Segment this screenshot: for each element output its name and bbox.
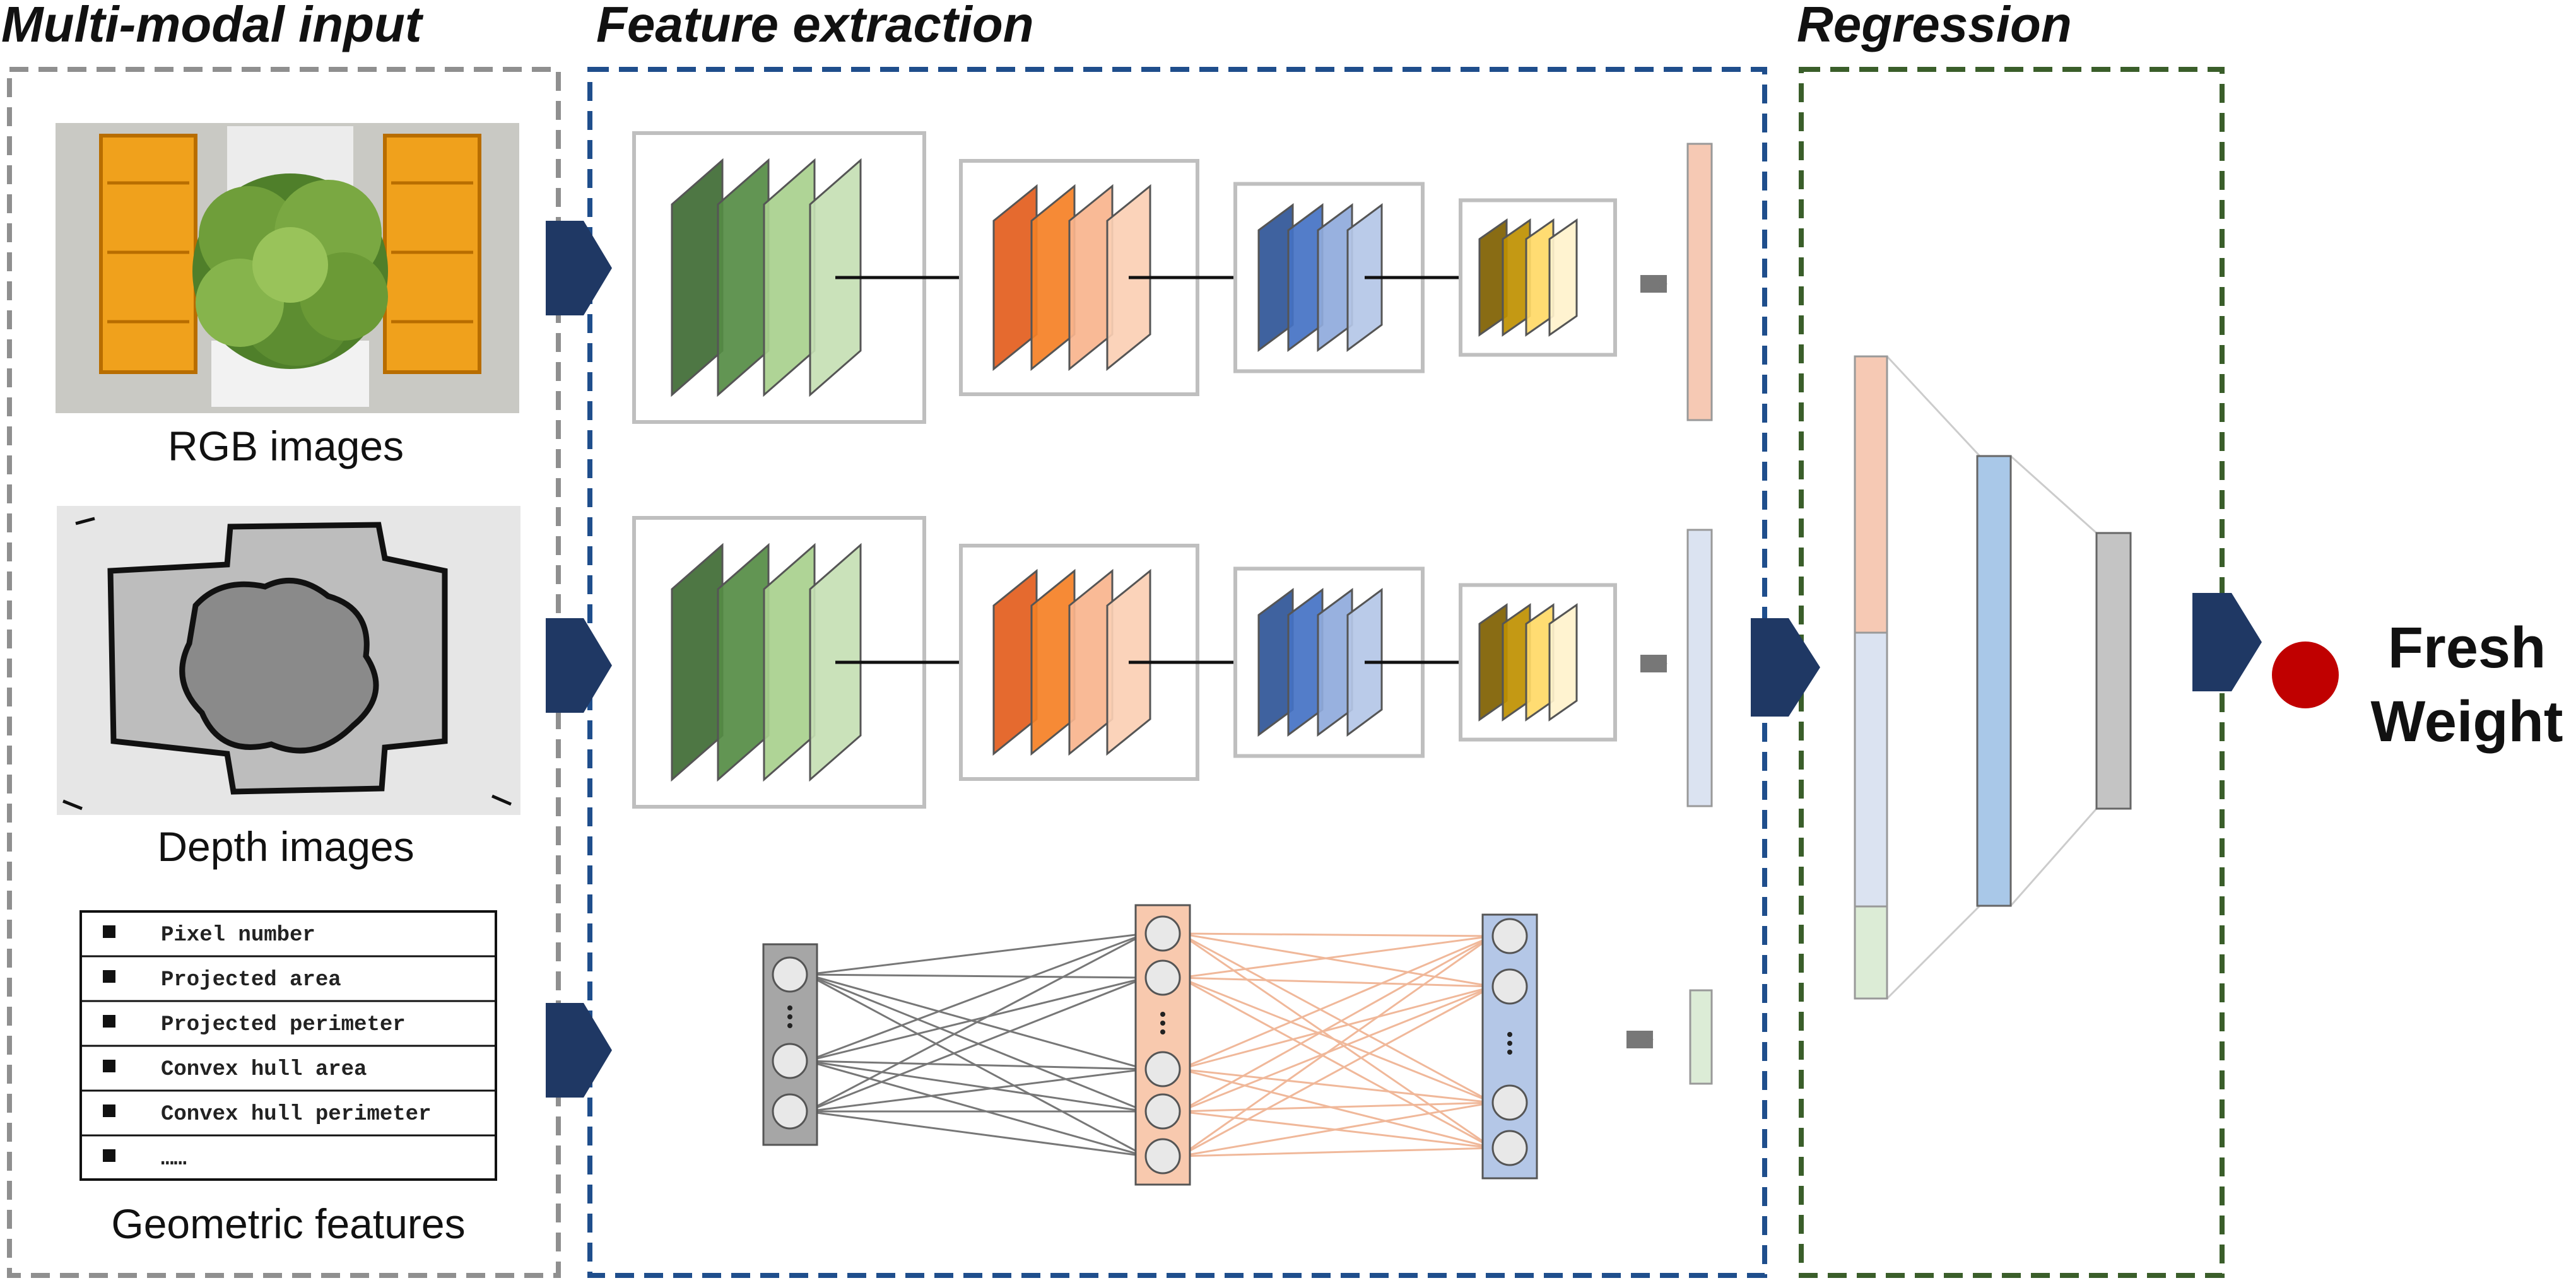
connection-line [1179, 932, 1493, 1104]
connection-line [1179, 933, 1493, 979]
geometric-features-table: Pixel number Projected area Projected pe… [79, 910, 497, 1181]
geometric-feature-vector [1689, 989, 1713, 1085]
input-arrow-icon [546, 221, 612, 315]
connection-line [1179, 1100, 1493, 1157]
neuron [772, 1043, 808, 1079]
neuron [1144, 1093, 1181, 1130]
bullet-icon [103, 1149, 115, 1162]
geometric-feature-item: Projected area [161, 968, 341, 992]
connection-line [1179, 932, 1493, 940]
bullet-icon [103, 970, 115, 983]
ellipsis-dot [787, 1023, 792, 1028]
neuron [1144, 1138, 1181, 1175]
connection-line [1179, 932, 1493, 989]
connection-line [1179, 976, 1493, 1104]
depth-feature-vector [1686, 529, 1713, 807]
neuron [1491, 968, 1528, 1005]
connection-line [806, 932, 1146, 1062]
neuron [1144, 959, 1181, 996]
ellipsis-dot [1507, 1050, 1512, 1055]
ellipsis-dot [1507, 1032, 1512, 1037]
connection-line [1179, 1099, 1493, 1113]
connection-line [1179, 935, 1493, 1113]
geometric-feature-item: Convex hull area [161, 1058, 367, 1082]
connection-line [1179, 985, 1493, 1113]
neuron [1491, 1130, 1528, 1166]
output-label-line1: Fresh [2388, 616, 2546, 680]
feature-map [1548, 218, 1578, 337]
connection-line [1179, 1068, 1493, 1106]
geometric-mlp-network [762, 904, 1538, 1186]
connection-line [1179, 985, 1493, 1070]
geometric-feature-item: Convex hull perimeter [161, 1103, 431, 1127]
connection-line [1179, 935, 1493, 1070]
section-title-feature: Feature extraction [596, 0, 1034, 52]
concat-depth-segment [1854, 631, 1888, 908]
neuron [1144, 1051, 1181, 1087]
feature-map [1548, 603, 1578, 722]
output-label-line2: Weight [2371, 689, 2563, 754]
rgb-cnn-branch [632, 131, 1617, 424]
ellipsis-dot [1160, 1012, 1165, 1017]
neuron [772, 956, 808, 993]
section-title-regression: Regression [1797, 0, 2072, 52]
connection-line [806, 1066, 1146, 1113]
input-section-box [7, 67, 561, 1278]
concat-geometric-segment [1854, 905, 1888, 1000]
bullet-icon [103, 925, 115, 938]
cnn-branches [632, 131, 1617, 809]
connection-line [1179, 935, 1493, 1157]
geometric-feature-item: Projected perimeter [161, 1013, 406, 1037]
output-arrow-icon [2192, 593, 2262, 691]
output-dot-icon [2272, 642, 2339, 708]
connection-line [806, 976, 1146, 1062]
connection-line [806, 1060, 1146, 1073]
bullet-icon [103, 1104, 115, 1117]
neuron [772, 1093, 808, 1130]
connection-line [1179, 1068, 1493, 1150]
ellipsis-dot [1160, 1029, 1165, 1034]
connection-line [1179, 985, 1493, 1157]
fc-hidden-layer [1976, 455, 2012, 907]
depth-image [57, 506, 520, 815]
geometric-features-label: Geometric features [111, 1200, 465, 1247]
depth-images-label: Depth images [157, 823, 414, 870]
rgb-image [56, 123, 519, 413]
hidden-layer [1134, 904, 1191, 1186]
connection-line [806, 1060, 1146, 1115]
connection-line [806, 930, 1146, 976]
ellipsis-dot [1507, 1041, 1512, 1046]
connection-line [1179, 1144, 1493, 1157]
neuron [1491, 1084, 1528, 1121]
connection-line [806, 976, 1146, 1113]
fc-output-layer [2095, 532, 2132, 810]
geometric-feature-item: …… [161, 1147, 187, 1171]
input-arrow-icon [546, 618, 612, 713]
bullet-icon [103, 1015, 115, 1028]
geometric-feature-item: Pixel number [161, 923, 315, 947]
connection-line [806, 1110, 1146, 1159]
depth-cnn-branch [632, 516, 1617, 809]
ellipsis-dot [1160, 1021, 1165, 1026]
neuron [1491, 918, 1528, 954]
section-title-input: Multi-modal input [1, 0, 424, 52]
rgb-feature-vector [1686, 143, 1713, 421]
connection-line [806, 1060, 1146, 1158]
fusion-arrow-icon [1751, 618, 1820, 717]
connection-line [806, 932, 1146, 1113]
connection-line [1179, 976, 1493, 1149]
concat-rgb-segment [1854, 355, 1888, 634]
ellipsis-dot [787, 1014, 792, 1019]
ellipsis-dot [787, 1005, 792, 1011]
connection-line [806, 973, 1146, 981]
rgb-images-label: RGB images [168, 423, 404, 469]
connection-line [1179, 976, 1493, 990]
regression-network [1854, 355, 2132, 1000]
input-arrow-icon [546, 1003, 612, 1098]
bullet-icon [103, 1060, 115, 1072]
connection-line [806, 973, 1146, 1113]
neuron [1144, 915, 1181, 952]
